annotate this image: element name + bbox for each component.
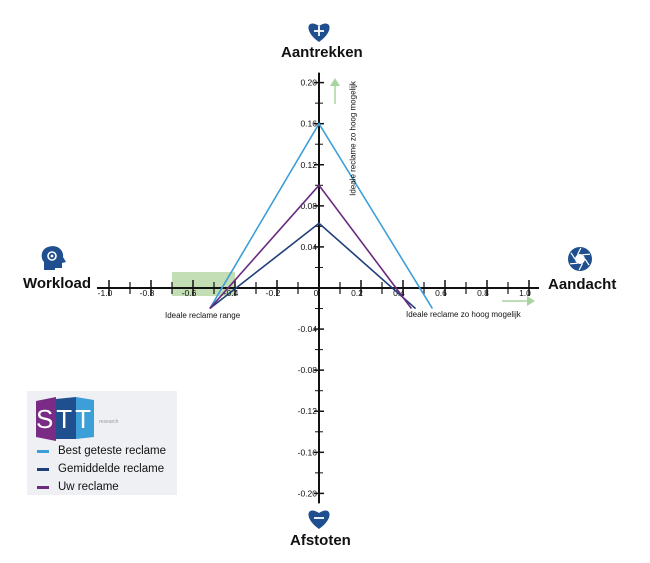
axis-title-right: Aandacht [548,276,617,293]
aperture-blade [578,263,584,271]
y-tick-label: -0.20 [298,488,318,498]
logo-s-block [36,397,56,441]
y-hint-arrow-head [330,78,340,86]
ideal-range-label: Ideale reclame range [165,311,241,320]
heart-minus-icon [308,510,330,529]
aperture-blade [576,247,582,255]
stt-logo: STT [36,397,94,441]
axis-title-left: Workload [23,275,92,292]
x-tick-label: 0.2 [351,288,363,298]
x-hint-label: Ideale reclame zo hoog mogelijk [406,310,521,319]
y-hint-label: Ideale reclame zo hoog mogelijk [348,81,358,196]
x-hint-arrow-head [527,296,535,306]
aperture-blade [570,252,576,260]
x-tick-label: -0.2 [266,288,281,298]
legend-swatch-average [37,467,49,471]
legend-item-average: Gemiddelde reclame [37,461,164,477]
y-tick-label: -0.12 [298,406,318,416]
y-tick-label: 0.12 [300,160,317,170]
legend-label-best: Best geteste reclame [58,445,167,457]
x-tick-label: 0 [314,288,319,298]
x-tick-label: -0.8 [140,288,155,298]
series-line-2 [209,184,413,310]
logo-text: STT [36,404,94,434]
x-tick-label: -0.4 [224,288,239,298]
legend: STT research Best geteste reclame Gemidd… [27,391,177,495]
gear-ring [47,251,57,261]
y-tick-label: 0.08 [300,201,317,211]
logo-t1-block [56,397,76,439]
logo-t2-block [76,397,94,439]
head-gear-icon [41,246,66,270]
legend-item-yours: Uw reclame [37,479,119,495]
x-tick-label: 1.0 [519,288,531,298]
x-tick-label: -0.6 [182,288,197,298]
axis-title-top: Aantrekken [281,44,363,61]
legend-item-best: Best geteste reclame [37,443,166,459]
legend-swatch-yours [37,485,49,489]
gear-hub [50,254,54,258]
y-tick-label: 0.04 [300,242,317,252]
legend-label-average: Gemiddelde reclame [58,463,165,475]
axis-title-bottom: Afstoten [290,532,351,549]
x-tick-label: 0.8 [477,288,489,298]
y-tick-label: 0.20 [300,78,317,88]
y-tick-label: 0.16 [300,119,317,129]
x-tick-label: -1.0 [98,288,113,298]
y-tick-label: -0.04 [298,324,318,334]
series-line-1 [209,222,417,310]
series-line-0 [209,122,434,309]
aperture-center [575,254,585,264]
legend-swatch-best [37,449,49,453]
legend-label-yours: Uw reclame [58,481,119,493]
x-tick-label: 0.6 [435,288,447,298]
y-tick-label: -0.08 [298,365,318,375]
aperture-blade [584,258,590,266]
logo-subtext: research [99,419,119,425]
y-tick-label: -0.16 [298,447,318,457]
